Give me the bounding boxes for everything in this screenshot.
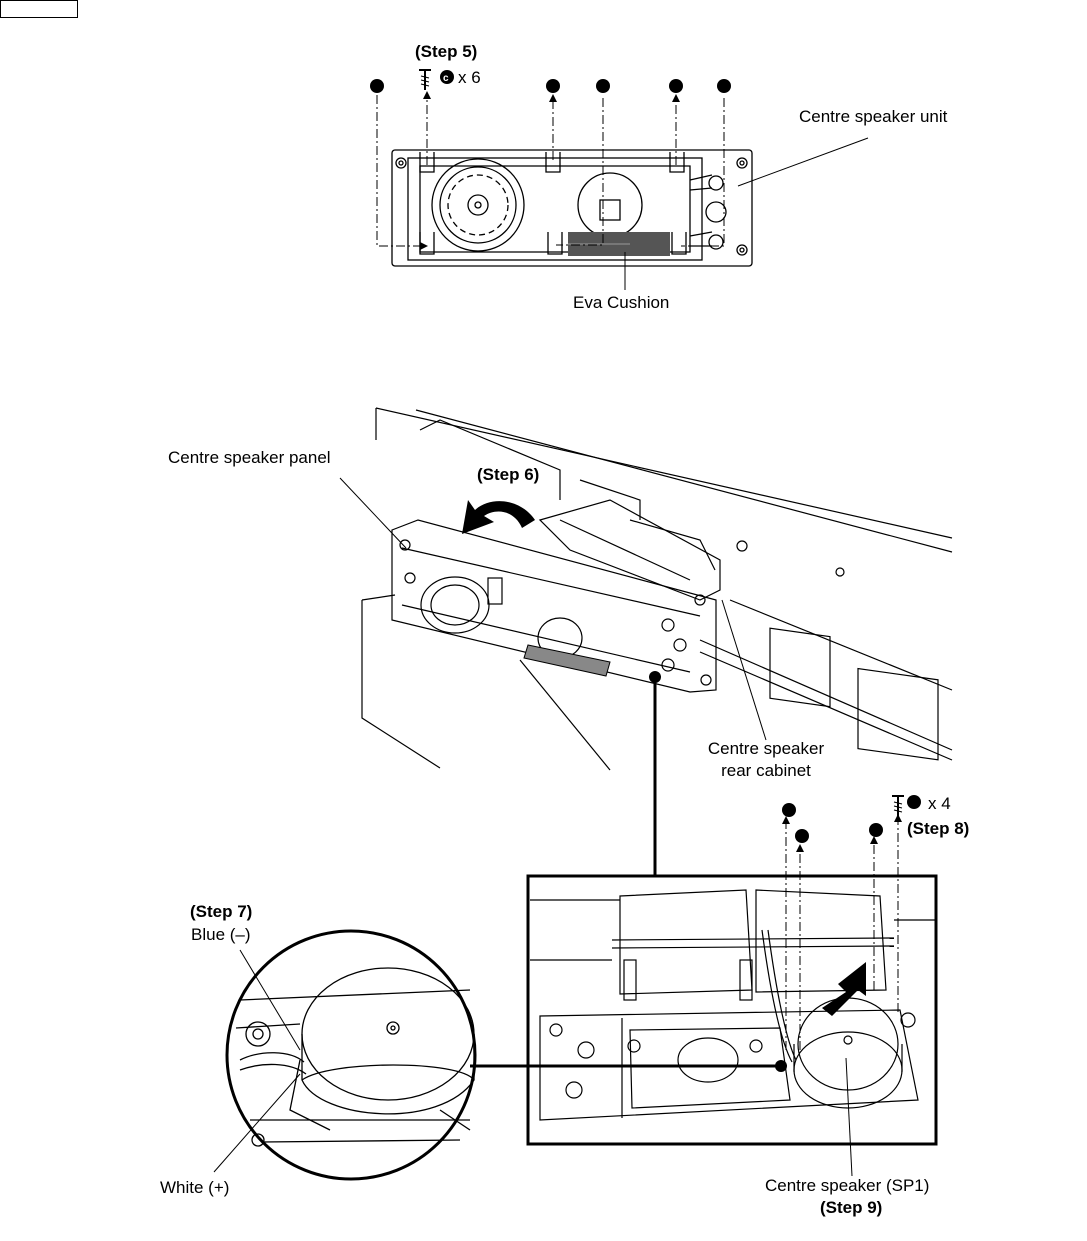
screw-removal-paths-detail <box>782 814 902 1050</box>
magnified-speaker-view <box>225 929 477 1181</box>
detail-box-drawing <box>530 889 936 1121</box>
step8-screw-count: x 4 <box>928 794 951 813</box>
centre-speaker-sp1-label: Centre speaker (SP1) <box>765 1176 930 1195</box>
step6-label: (Step 6) <box>477 465 540 484</box>
corner-box <box>0 0 78 18</box>
white-wire-label: White (+) <box>160 1178 230 1197</box>
step9-lift-arrow <box>822 962 866 1016</box>
centre-speaker-unit-label: Centre speaker unit <box>799 107 948 126</box>
step9-label: (Step 9) <box>820 1198 883 1217</box>
leader-unit <box>737 137 869 187</box>
rear-cabinet-label-line1: Centre speaker <box>707 739 825 758</box>
tv-cabinet-drawing <box>361 407 953 771</box>
screw-markers-top <box>370 69 731 93</box>
screw-marker-glyph: c <box>443 73 449 84</box>
eva-cushion-label: Eva Cushion <box>573 293 670 312</box>
rear-cabinet-label-line2: rear cabinet <box>721 761 811 780</box>
screw-removal-paths-top <box>376 91 725 250</box>
centre-speaker-panel-label: Centre speaker panel <box>168 448 331 467</box>
blue-wire-label: Blue (–) <box>191 925 251 944</box>
step5-label: (Step 5) <box>415 42 478 61</box>
step5-screw-count: x 6 <box>458 68 481 87</box>
step7-label: (Step 7) <box>190 902 253 921</box>
step6-rotate-arrow <box>462 500 535 534</box>
step8-label: (Step 8) <box>907 819 970 838</box>
screw-markers-detail <box>782 795 921 843</box>
